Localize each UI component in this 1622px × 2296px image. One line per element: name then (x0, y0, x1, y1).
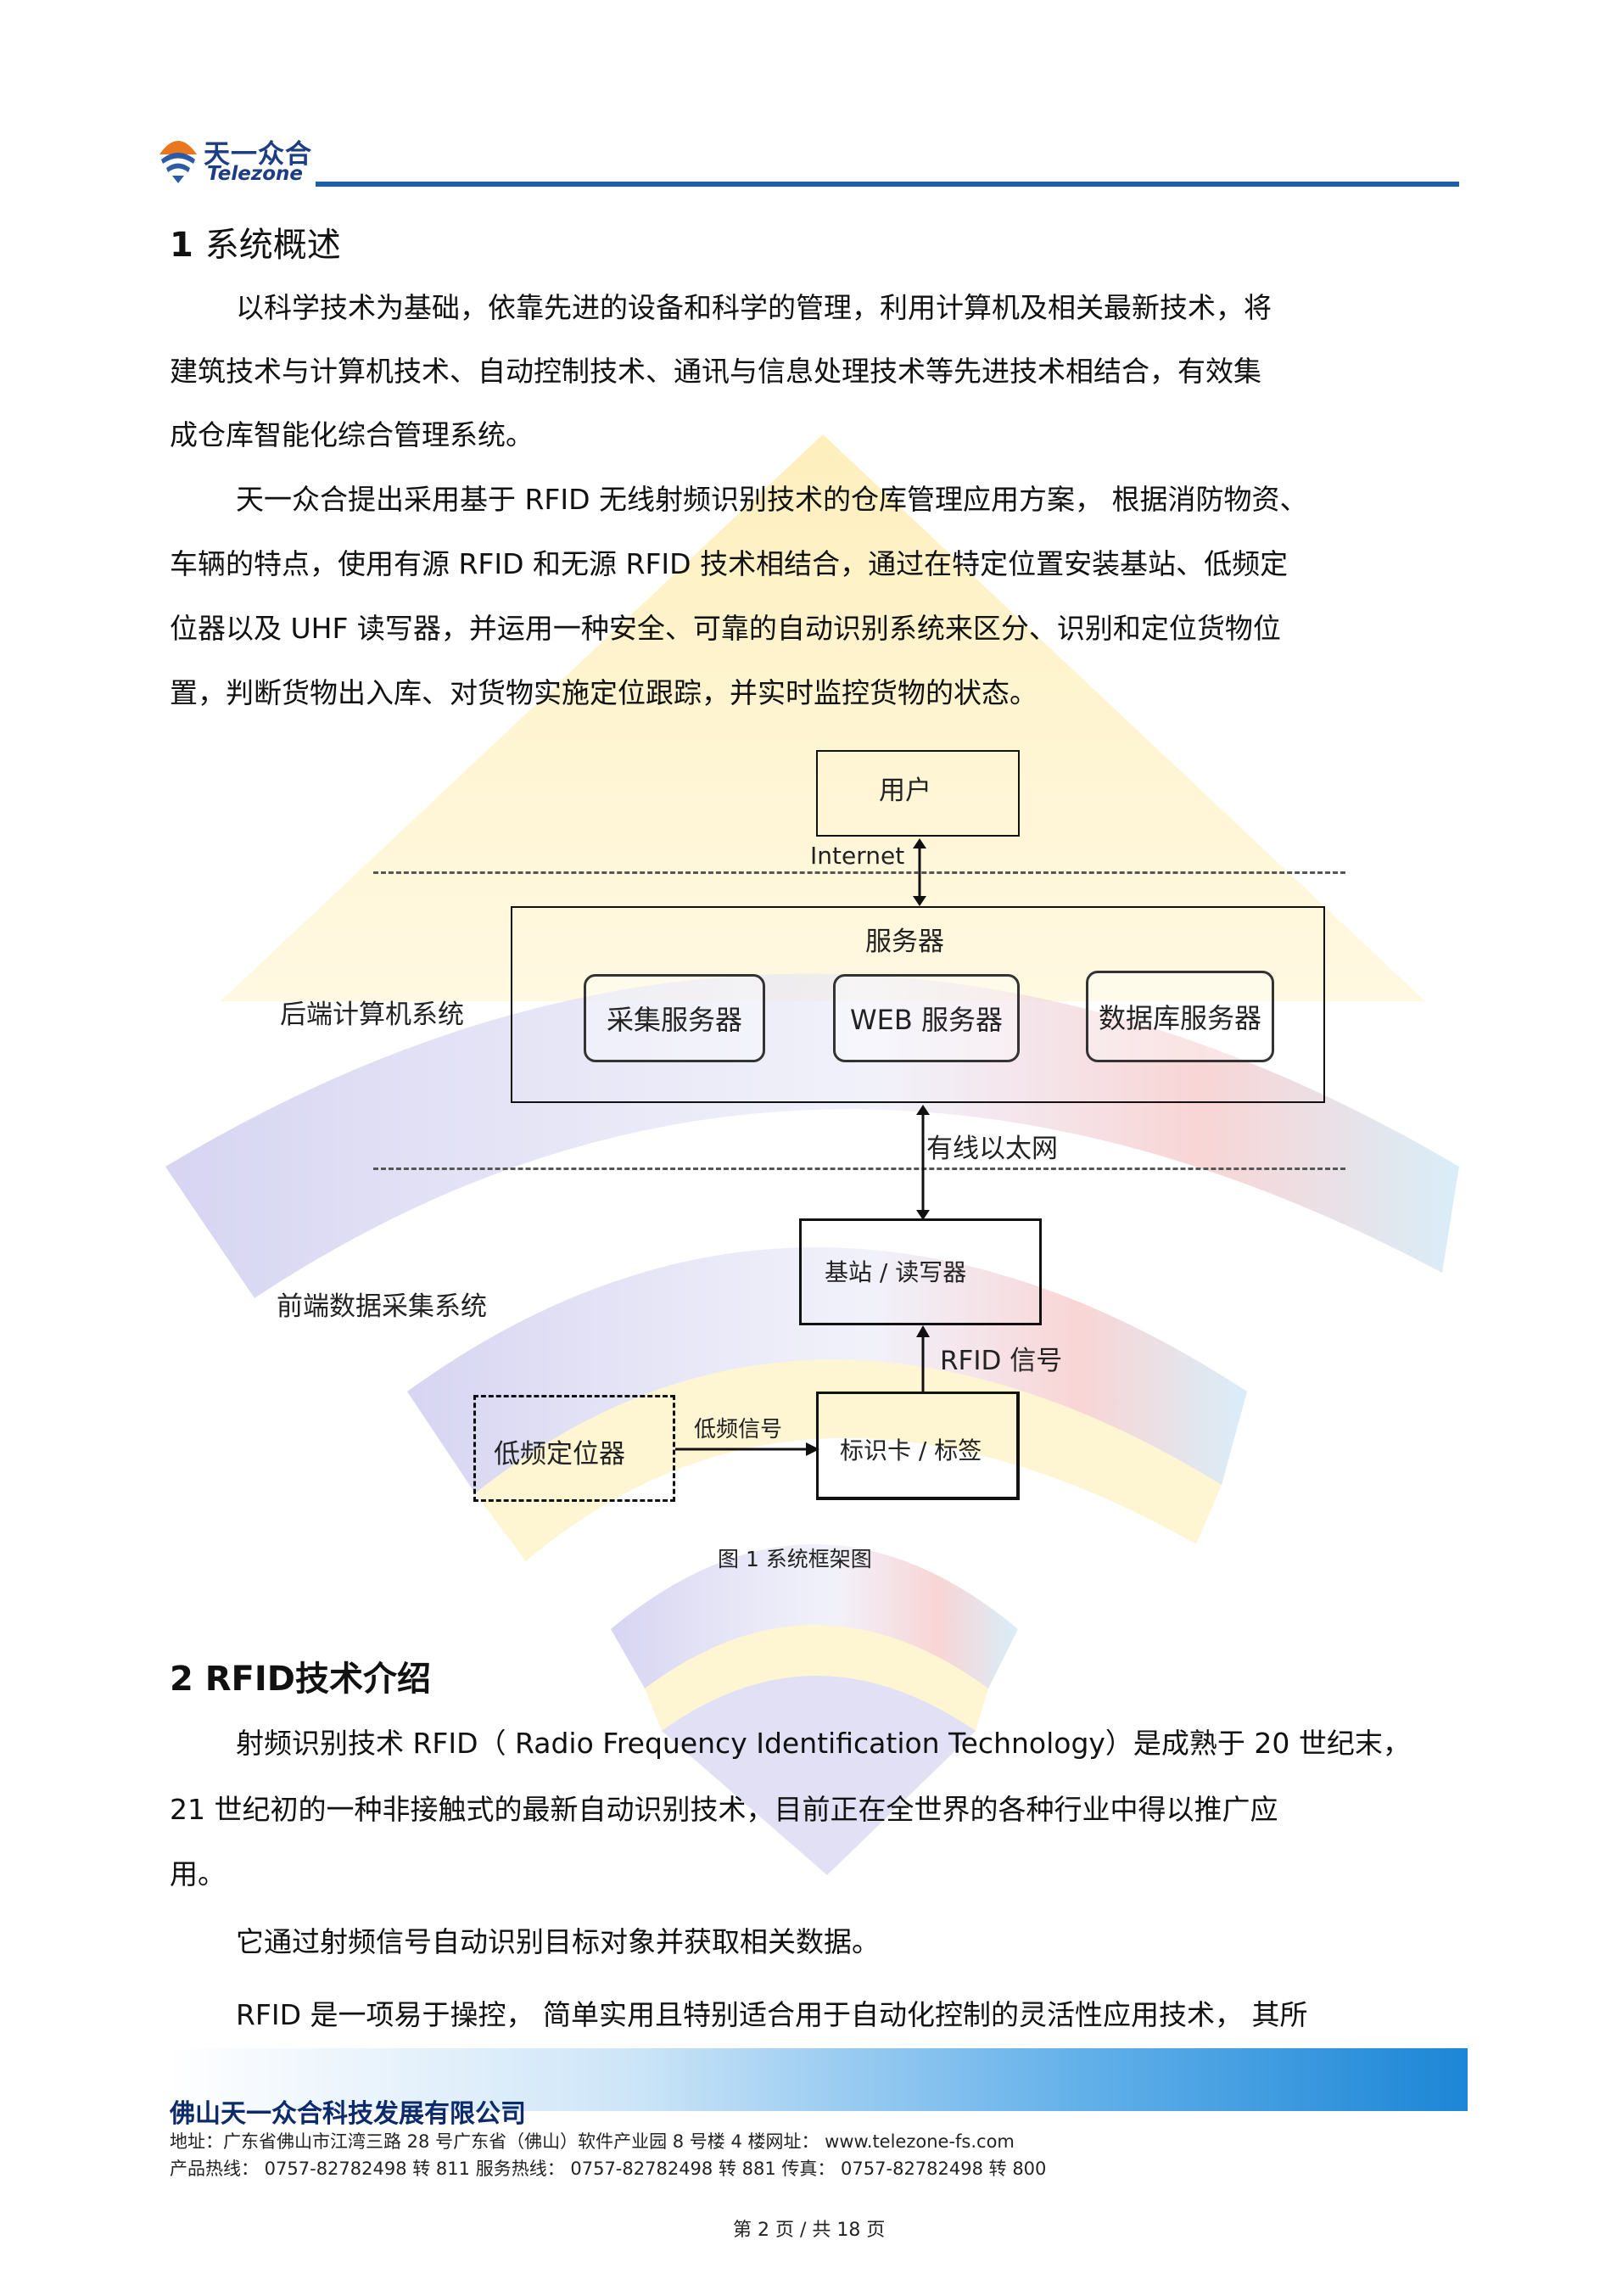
frontend-system-label: 前端数据采集系统 (277, 1291, 487, 1322)
section1-para2-line4: 置，判断货物出入库、对货物实施定位跟踪，并实时监控货物的状态。 (170, 676, 1038, 709)
server-box (511, 906, 1325, 1103)
upper-dashed-separator (373, 871, 1345, 874)
section1-para2-line2: 车辆的特点，使用有源 RFID 和无源 RFID 技术相结合，通过在特定位置安装… (170, 547, 1289, 580)
footer-company-name: 佛山天一众合科技发展有限公司 (170, 2099, 526, 2129)
section2-para1-line2: 21 世纪初的一种非接触式的最新自动识别技术，目前正在全世界的各种行业中得以推广… (170, 1793, 1278, 1826)
section1-heading: 1 系统概述 (170, 217, 341, 266)
header-rule (316, 182, 1459, 187)
section1-heading-text: 系统概述 (204, 226, 341, 265)
ethernet-label: 有线以太网 (926, 1134, 1058, 1164)
tag-box (816, 1392, 1020, 1500)
footer-hotlines: 产品热线： 0757-82782498 转 811 服务热线： 0757-827… (170, 2159, 1047, 2179)
lf-locator-box (473, 1395, 675, 1502)
section2-para3: RFID 是一项易于操控， 简单实用且特别适合用于自动化控制的灵活性应用技术， … (236, 1998, 1308, 2031)
logo-name-cn: 天一众合 (204, 139, 312, 170)
user-label: 用户 (879, 776, 931, 806)
lf-signal-label: 低频信号 (694, 1417, 783, 1442)
internet-label: Internet (810, 842, 905, 870)
section1-para1-line2: 建筑技术与计算机技术、自动控制技术、通讯与信息处理技术等先进技术相结合，有效集 (170, 355, 1261, 388)
section1-para2-line3: 位器以及 UHF 读写器，并运用一种安全、可靠的自动识别系统来区分、识别和定位货… (170, 612, 1281, 645)
telezone-logo-icon (159, 141, 197, 183)
web-server-box: WEB 服务器 (833, 974, 1020, 1062)
lf-locator-label: 低频定位器 (494, 1439, 625, 1470)
section1-heading-number: 1 (170, 226, 193, 265)
section2-para1-line3: 用。 (170, 1857, 226, 1890)
section1-para1-line3: 成仓库智能化综合管理系统。 (170, 418, 534, 451)
lower-dashed-separator (373, 1168, 1345, 1170)
base-station-box (799, 1218, 1042, 1325)
tag-label: 标识卡 / 标签 (840, 1436, 982, 1464)
lf-signal-arrow (675, 1442, 819, 1456)
page-number: 第 2 页 / 共 18 页 (733, 2220, 886, 2241)
section2-heading: 2 RFID技术介绍 (170, 1660, 431, 1699)
collect-server-box: 采集服务器 (584, 974, 765, 1062)
section2-para1-line1: 射频识别技术 RFID（ Radio Frequency Identificat… (236, 1727, 1411, 1760)
base-station-label: 基站 / 读写器 (825, 1258, 967, 1286)
user-box (816, 750, 1020, 837)
section2-para2: 它通过射频信号自动识别目标对象并获取相关数据。 (236, 1925, 880, 1958)
figure-caption: 图 1 系统框架图 (718, 1547, 872, 1571)
rfid-signal-arrow (916, 1325, 930, 1393)
section1-para1-line1: 以科学技术为基础，依靠先进的设备和科学的管理，利用计算机及相关最新技术，将 (236, 291, 1272, 324)
server-title: 服务器 (865, 927, 944, 957)
backend-system-label: 后端计算机系统 (280, 1000, 464, 1030)
rfid-signal-label: RFID 信号 (940, 1346, 1063, 1376)
footer-address: 地址：广东省佛山市江湾三路 28 号广东省（佛山）软件产业园 8 号楼 4 楼网… (170, 2131, 1015, 2152)
section1-para2-line1: 天一众合提出采用基于 RFID 无线射频识别技术的仓库管理应用方案， 根据消防物… (236, 483, 1308, 516)
ethernet-arrow (916, 1105, 930, 1220)
db-server-box: 数据库服务器 (1086, 971, 1274, 1062)
logo-name-en: Telezone (207, 163, 303, 185)
footer-gradient-band (166, 2048, 1468, 2111)
